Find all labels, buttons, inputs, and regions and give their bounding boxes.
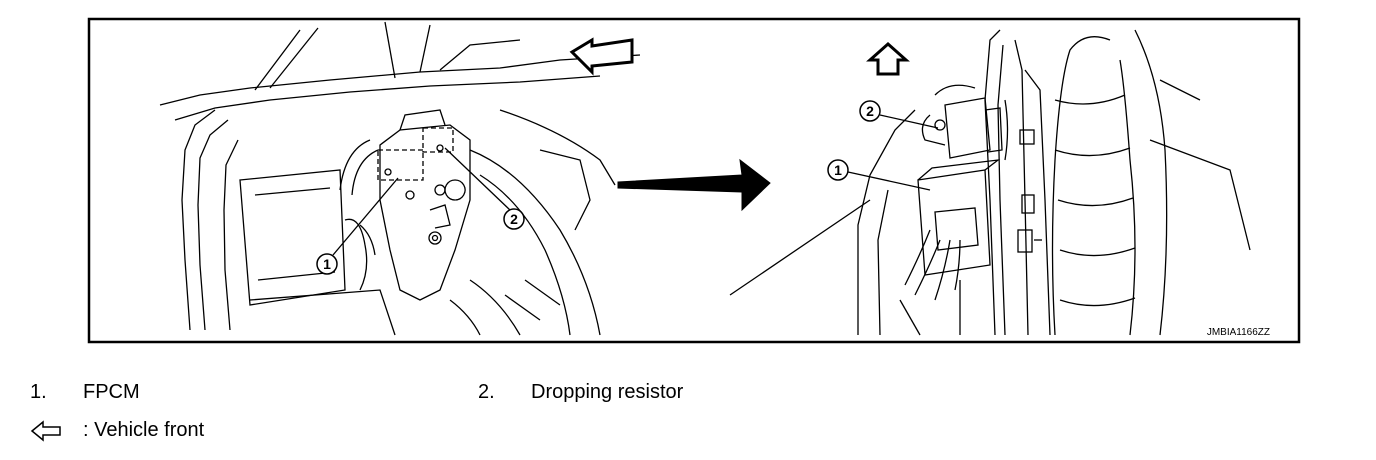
component-location-figure: 1 2 bbox=[87, 17, 1301, 344]
left-callout-2: 2 bbox=[503, 208, 525, 230]
svg-text:2: 2 bbox=[510, 211, 518, 227]
legend-item-dropping-resistor: 2. Dropping resistor bbox=[478, 380, 878, 406]
svg-text:2: 2 bbox=[866, 103, 874, 119]
legend-direction-label: : Vehicle front bbox=[83, 419, 205, 441]
vehicle-front-arrow-left-view bbox=[569, 37, 634, 76]
legend-item-label: FPCM bbox=[83, 381, 140, 403]
vehicle-front-arrow-right-view bbox=[866, 41, 910, 76]
legend-vehicle-front: : Vehicle front bbox=[30, 418, 430, 446]
legend-item-fpcm: 1. FPCM bbox=[30, 380, 330, 406]
left-view bbox=[159, 21, 641, 336]
svg-text:1: 1 bbox=[323, 256, 331, 272]
figure-reference-code: JMBIA1166ZZ bbox=[1207, 327, 1270, 338]
zoom-arrow bbox=[617, 158, 771, 212]
legend-item-label: Dropping resistor bbox=[531, 381, 684, 403]
legend-item-number: 2. bbox=[478, 381, 495, 403]
right-view bbox=[729, 29, 1251, 336]
legend-item-number: 1. bbox=[30, 381, 47, 403]
svg-text:1: 1 bbox=[834, 162, 842, 178]
figure-frame bbox=[87, 17, 1301, 344]
right-callout-2: 2 bbox=[859, 100, 881, 122]
left-callout-1: 1 bbox=[316, 253, 338, 275]
right-callout-1: 1 bbox=[827, 159, 849, 181]
